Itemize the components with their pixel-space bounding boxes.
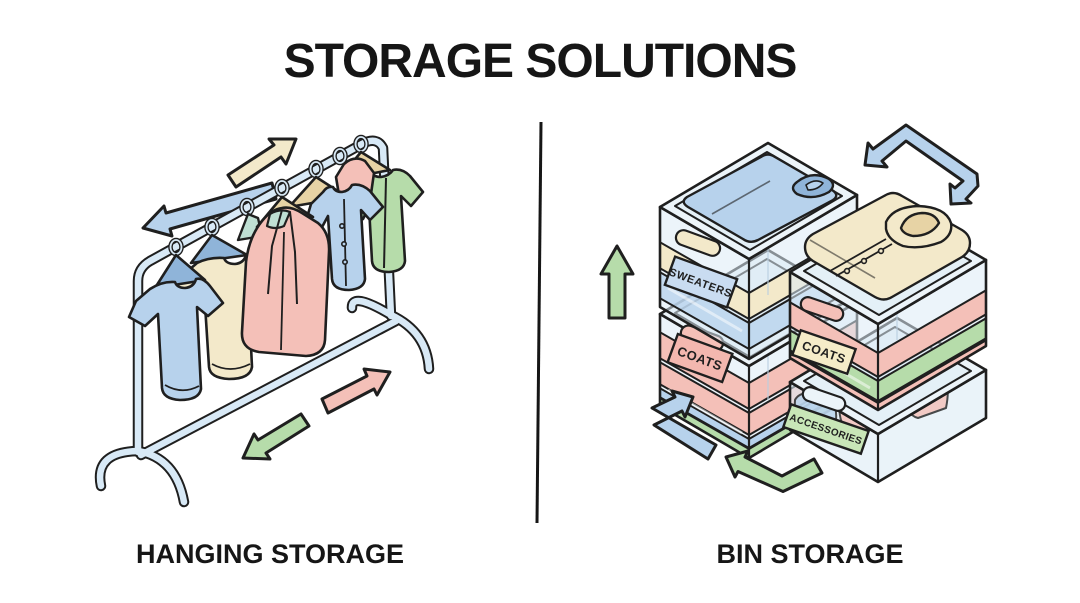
- arrow-green-bent-icon: [724, 449, 824, 493]
- page-title: STORAGE SOLUTIONS: [283, 35, 798, 88]
- hanger-icon: [153, 253, 207, 290]
- bin-handle: [801, 386, 847, 412]
- right-caption: BIN STORAGE: [716, 539, 904, 569]
- rack-frame-core: [134, 137, 395, 456]
- arrow-blue-double-bent-icon: [863, 123, 980, 206]
- arrow-red-up-right-icon: [320, 367, 392, 415]
- bin-sweaters: SWEATERS: [658, 141, 859, 361]
- rack-bottom-rail-core: [137, 317, 400, 459]
- arrow-blue-bent-icon: [650, 389, 718, 461]
- garment-blue-shirt: [287, 175, 385, 292]
- bin-coats-front: COATS: [788, 191, 988, 412]
- garment-blue-tshirt: [127, 253, 225, 402]
- arrow-yellow-up-right-icon: [226, 137, 298, 189]
- rack-right-foot-core: [348, 297, 433, 373]
- divider-line: [535, 121, 543, 524]
- bin-storage-illustration: COATS: [599, 123, 988, 493]
- bin-label-coats-back: COATS: [666, 332, 734, 384]
- arrow-green-up-icon: [599, 244, 635, 320]
- arrow-green-down-left-icon: [241, 412, 311, 461]
- hanging-storage-illustration: [94, 134, 435, 508]
- bin-label-coats-front: COATS: [790, 328, 858, 376]
- rack-left-foot-core: [96, 447, 188, 506]
- clothing-rack: [94, 134, 435, 508]
- left-caption: HANGING STORAGE: [135, 539, 405, 569]
- garment-pink-coat: [240, 195, 331, 358]
- folded-cream-shirt-on-top: [803, 191, 972, 301]
- folded-blue-tshirt-on-top: [682, 153, 838, 243]
- bin-handle: [799, 296, 845, 322]
- bin-handle: [674, 229, 722, 257]
- bin-body: [790, 370, 986, 482]
